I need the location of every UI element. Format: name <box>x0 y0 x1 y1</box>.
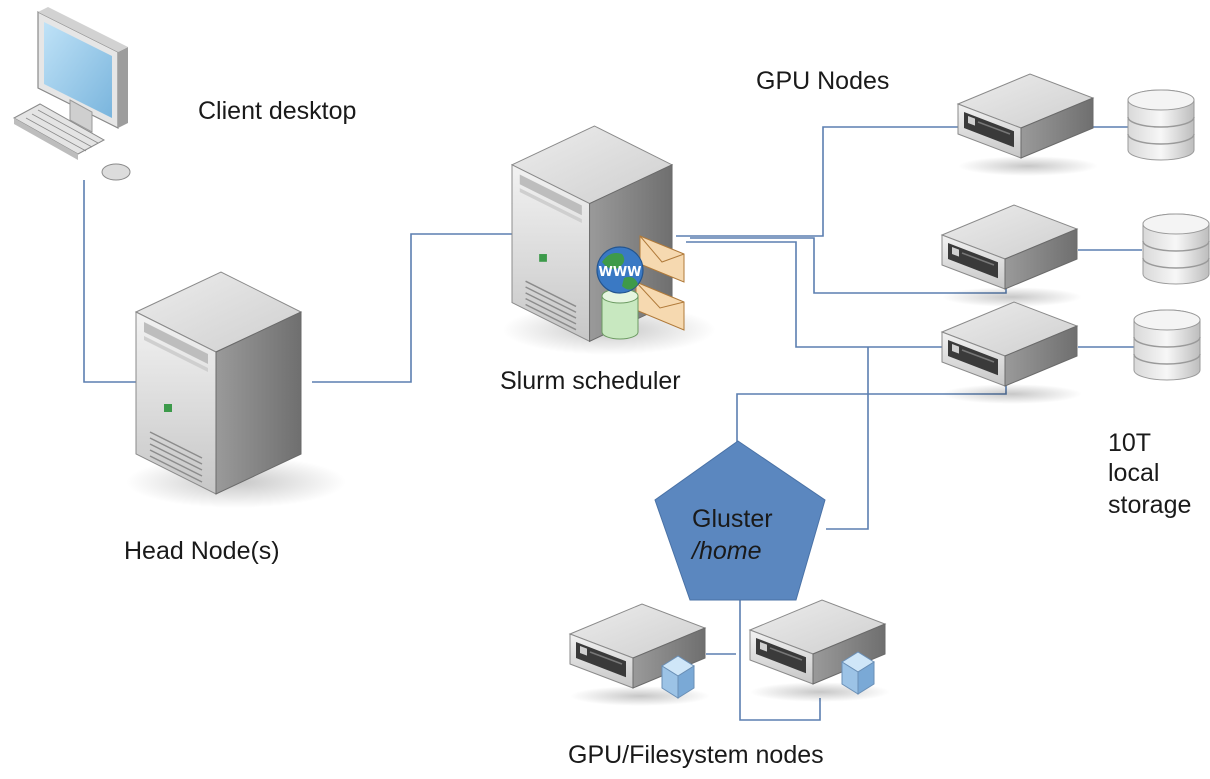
link-gluster-fs <box>739 600 821 721</box>
storage-label-line2: local <box>1108 459 1160 487</box>
head-nodes-label: Head Node(s) <box>124 537 280 565</box>
link-slurm-gpu1 <box>676 126 962 237</box>
gpu-filesystem-node-1 <box>569 603 711 707</box>
database-icon <box>1133 309 1201 381</box>
tower-server-icon <box>125 271 347 509</box>
svg-text:WWW: WWW <box>598 265 641 280</box>
database-small-icon <box>601 288 639 340</box>
slurm-scheduler-label: Slurm scheduler <box>500 367 681 395</box>
storage-label-line3: storage <box>1108 491 1192 519</box>
database-icon <box>1127 89 1195 161</box>
gluster-label: Gluster <box>692 505 773 533</box>
link-gluster-right <box>826 347 869 530</box>
gpu-node-3 <box>941 301 1083 405</box>
gpu-filesystem-nodes-label: GPU/Filesystem nodes <box>568 741 824 769</box>
link-slurm-gpu3 <box>686 241 960 348</box>
gpu-nodes-label: GPU Nodes <box>756 67 890 95</box>
link-head-slurm <box>312 233 512 383</box>
gluster-pentagon <box>654 440 826 601</box>
gluster-home-label: /home <box>692 537 762 565</box>
client-desktop-label: Client desktop <box>198 97 357 125</box>
database-icon <box>1142 213 1210 285</box>
globe-icon: WWW <box>596 246 644 294</box>
storage-label-line1: 10T <box>1108 429 1152 457</box>
web-server-icon: WWW <box>501 125 717 356</box>
gpu-node-1 <box>957 73 1099 177</box>
desktop-computer-icon <box>12 7 131 181</box>
gpu-filesystem-node-2 <box>749 599 891 703</box>
gpu-node-2 <box>941 204 1083 308</box>
link-client-head <box>83 180 140 383</box>
